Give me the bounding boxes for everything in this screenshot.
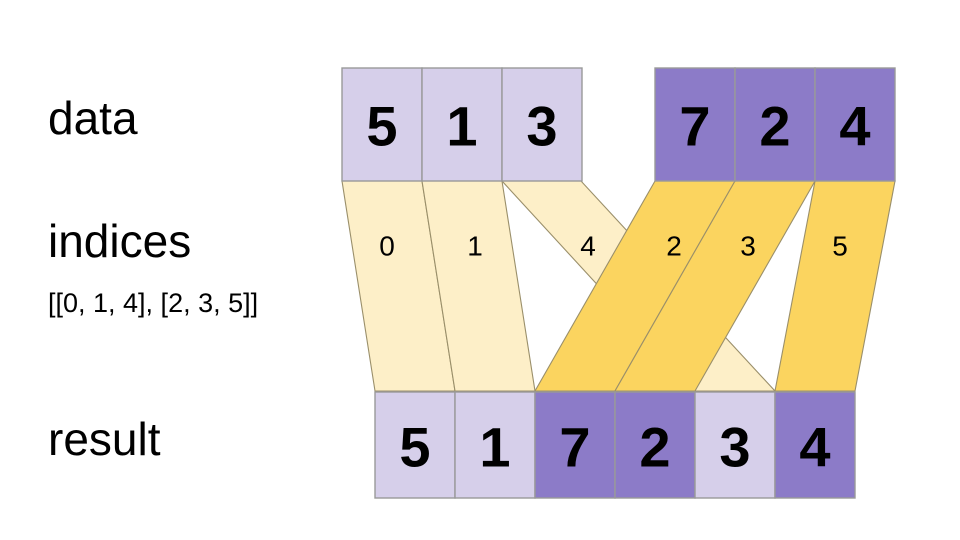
row-labels: data indices [[0, 1, 4], [2, 3, 5]] resu… bbox=[48, 92, 258, 465]
result-cell-value-5: 4 bbox=[799, 416, 830, 479]
result-row: 5 1 7 2 3 4 bbox=[374, 391, 856, 499]
row-label-indices: indices bbox=[48, 215, 191, 267]
result-cell-4[interactable] bbox=[694, 391, 776, 499]
result-cell-5[interactable] bbox=[774, 391, 856, 499]
result-cell-value-0: 5 bbox=[399, 416, 430, 479]
index-label-3: 3 bbox=[740, 231, 756, 262]
result-cell-value-2: 7 bbox=[559, 416, 590, 479]
result-cell-0[interactable] bbox=[374, 391, 456, 499]
data-cell-3[interactable] bbox=[654, 67, 736, 182]
result-cell-3[interactable] bbox=[614, 391, 696, 499]
index-label-5: 5 bbox=[832, 231, 848, 262]
row-label-result: result bbox=[48, 413, 161, 465]
row-label-data: data bbox=[48, 92, 138, 144]
result-cell-1[interactable] bbox=[454, 391, 536, 499]
ribbon-layer bbox=[341, 180, 896, 392]
data-cell-0[interactable] bbox=[341, 67, 423, 182]
data-cell-1[interactable] bbox=[421, 67, 503, 182]
data-cell-value-5: 4 bbox=[839, 95, 870, 158]
row-sublabel-indices: [[0, 1, 4], [2, 3, 5]] bbox=[48, 288, 258, 318]
result-cell-value-1: 1 bbox=[479, 416, 510, 479]
index-label-0: 0 bbox=[379, 231, 395, 262]
data-cell-2[interactable] bbox=[501, 67, 583, 182]
data-cell-5[interactable] bbox=[814, 67, 896, 182]
result-cell-2[interactable] bbox=[534, 391, 616, 499]
data-cell-value-1: 1 bbox=[446, 95, 477, 158]
index-labels: 0 1 4 2 3 5 bbox=[379, 231, 848, 262]
result-cell-value-4: 3 bbox=[719, 416, 750, 479]
data-cell-value-3: 7 bbox=[679, 95, 710, 158]
data-row: 5 1 3 7 2 4 bbox=[341, 67, 896, 182]
index-label-2: 2 bbox=[666, 231, 682, 262]
result-cell-value-3: 2 bbox=[639, 416, 670, 479]
index-label-4: 4 bbox=[580, 231, 596, 262]
index-label-1: 1 bbox=[467, 231, 483, 262]
data-cell-value-2: 3 bbox=[526, 95, 557, 158]
data-cell-value-0: 5 bbox=[366, 95, 397, 158]
data-cell-value-4: 2 bbox=[759, 95, 790, 158]
